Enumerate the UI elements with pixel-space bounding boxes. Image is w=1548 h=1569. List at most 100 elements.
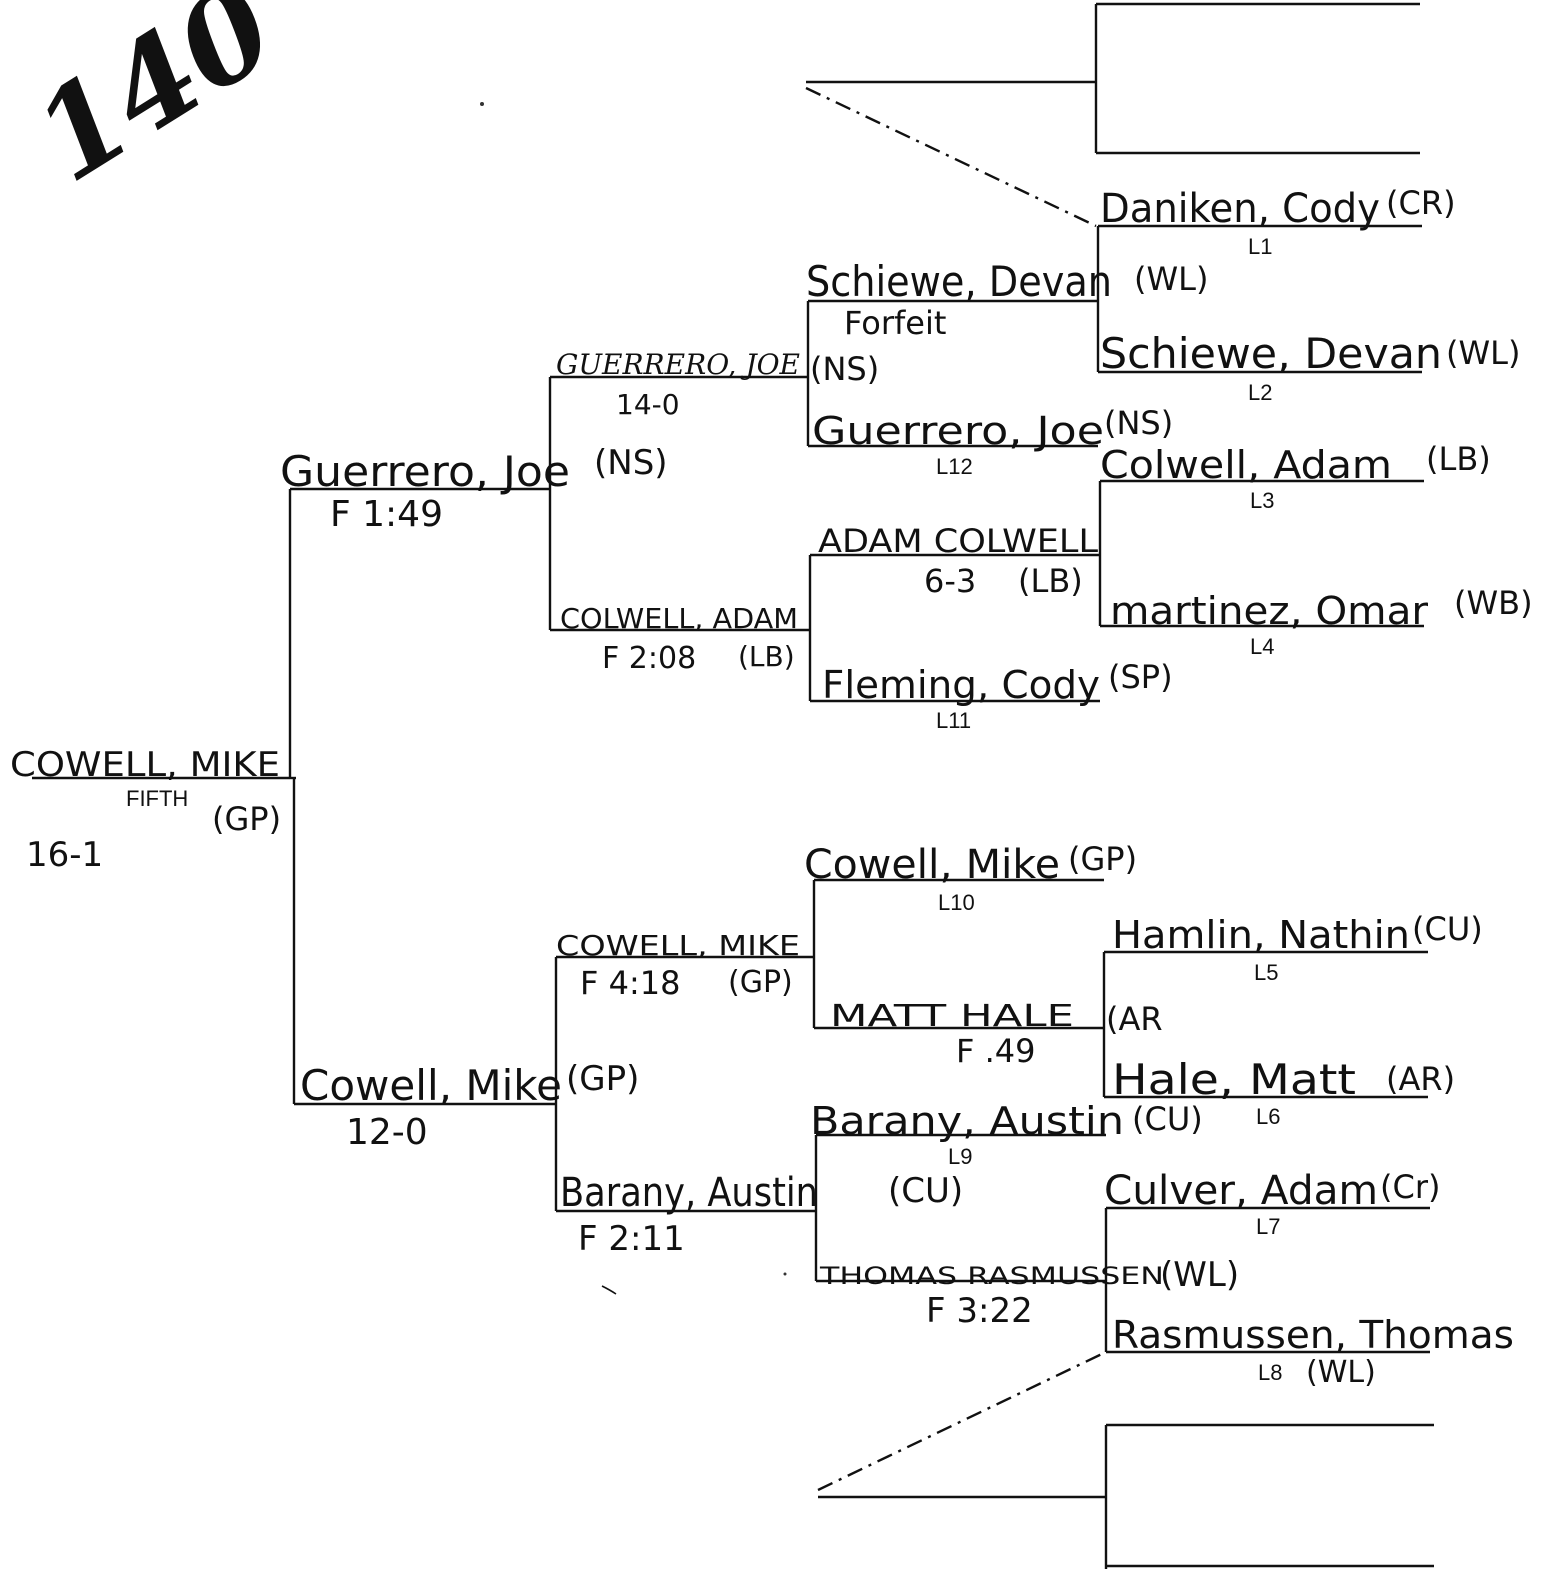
entry-slot-L11: L11 [936,708,971,733]
round1-slot-2: ADAM COLWELL 6-3 (LB) [818,522,1098,600]
round2-result-4: F 2:11 [578,1219,685,1259]
entry-slot-L8: L8 [1258,1360,1282,1385]
entry-L2: Schiewe, Devan L2 (WL) [1100,329,1520,405]
champion-record: 16-1 [26,835,103,875]
entry-team-L12: (NS) [1104,404,1173,442]
semifinal-top-name: Guerrero, Joe [280,447,570,496]
entry-L5: Hamlin, Nathin L5 (CU) [1112,910,1483,985]
round2-team-4: (CU) [888,1171,963,1211]
entry-slot-L6: L6 [1256,1104,1280,1129]
entry-slot-L3: L3 [1250,488,1274,513]
round1-name-2: ADAM COLWELL [818,522,1098,560]
champion-name: COWELL, MIKE [10,745,280,785]
round2-name-3: COWELL, MIKE [556,929,800,962]
entry-name-L12: Guerrero, Joe [812,409,1104,453]
round1-result-4: F 3:22 [926,1291,1033,1331]
entry-team-L4: (WB) [1454,584,1533,622]
entry-slot-L5: L5 [1254,960,1278,985]
round2-slot-1: GUERRERO, JOE 14-0 (NS) [556,348,879,421]
round2-name-1: GUERRERO, JOE [556,348,800,381]
stray-mark [783,1272,787,1276]
champion-place: FIFTH [126,786,188,811]
round1-slot-4: THOMAS RASMUSSEN F 3:22 (WL) [819,1255,1239,1331]
round1-team-2: (LB) [1018,562,1083,600]
entry-name-L7: Culver, Adam [1104,1168,1378,1214]
entry-team-L7: (Cr) [1380,1168,1440,1206]
round2-result-3: F 4:18 [580,964,680,1002]
round1-slot-1: Schiewe, Devan Forfeit (WL) [806,257,1208,342]
round2-slot-2: COLWELL, ADAM F 2:08 (LB) [560,602,798,676]
entry-team-L5: (CU) [1412,910,1483,948]
semifinal-bottom-name: Cowell, Mike [300,1061,562,1110]
entry-name-L5: Hamlin, Nathin [1112,913,1410,957]
round1-name-4: THOMAS RASMUSSEN [819,1262,1164,1290]
entry-name-L6: Hale, Matt [1112,1055,1356,1104]
stray-mark [601,1285,617,1295]
round1-team-1: (WL) [1134,260,1208,298]
entry-team-L10: (GP) [1068,840,1137,878]
entry-slot-L1: L1 [1248,234,1272,259]
entry-L11: Fleming, Cody L11 (SP) [822,658,1173,733]
round2-name-4: Barany, Austin [560,1170,818,1216]
bracket-lines [32,2,1434,1569]
entry-slot-L9: L9 [948,1144,972,1169]
round2-slot-3: COWELL, MIKE F 4:18 (GP) [556,929,800,1002]
semifinal-bottom-team: (GP) [566,1059,639,1099]
entry-L6: Hale, Matt L6 (AR) [1112,1055,1455,1129]
entry-team-L1: (CR) [1386,184,1456,222]
entry-slot-L2: L2 [1248,380,1272,405]
entry-name-L3: Colwell, Adam [1100,443,1392,487]
round1-result-2: 6-3 [924,562,976,600]
entry-L12: Guerrero, Joe L12 (NS) [812,404,1173,479]
entry-name-L10: Cowell, Mike [804,842,1060,888]
entry-name-L9: Barany, Austin [810,1099,1124,1143]
entry-team-L6: (AR) [1386,1060,1455,1098]
round1-result-1: Forfeit [844,304,946,342]
semifinal-bottom: Cowell, Mike 12-0 (GP) [300,1059,639,1153]
entry-team-L9: (CU) [1132,1100,1203,1138]
entry-name-L1: Daniken, Cody [1100,186,1380,232]
round1-slot-3: MATT HALE F .49 (AR [830,999,1163,1070]
entry-L4: martinez, Omar L4 (WB) [1110,584,1533,659]
entry-L9: Barany, Austin L9 (CU) [810,1099,1203,1169]
entry-slot-L7: L7 [1256,1214,1280,1239]
entry-slot-L4: L4 [1250,634,1274,659]
round2-result-1: 14-0 [616,388,680,421]
entry-team-L3: (LB) [1426,440,1491,478]
round2-name-2: COLWELL, ADAM [560,602,798,635]
round2-slot-4: Barany, Austin F 2:11 (CU) [560,1170,963,1259]
entry-L10: Cowell, Mike L10 (GP) [804,840,1137,915]
entry-L8: Rasmussen, Thomas L8 (WL) [1112,1313,1514,1390]
entry-team-L11: (SP) [1108,658,1173,696]
weight-class-label: 140 [11,0,298,210]
entry-name-L8: Rasmussen, Thomas [1112,1313,1514,1357]
round1-name-1: Schiewe, Devan [806,257,1112,306]
round1-team-3: (AR [1106,1000,1163,1038]
entry-team-L2: (WL) [1446,334,1520,372]
entry-name-L2: Schiewe, Devan [1100,329,1442,378]
entry-L7: Culver, Adam L7 (Cr) [1104,1168,1440,1239]
round2-team-1: (NS) [810,350,879,388]
entry-name-L4: martinez, Omar [1110,589,1428,633]
champion-slot: COWELL, MIKE FIFTH (GP) 16-1 [10,745,281,875]
round2-team-2: (LB) [738,640,795,673]
entry-team-L8: (WL) [1306,1355,1376,1390]
entry-slot-L12: L12 [936,454,973,479]
round1-team-4: (WL) [1160,1255,1239,1295]
champion-team: (GP) [212,800,281,838]
semifinal-top-result: F 1:49 [330,494,443,535]
entry-L1: Daniken, Cody L1 (CR) [1100,184,1456,259]
semifinal-top: Guerrero, Joe F 1:49 (NS) [280,443,668,535]
semifinal-bottom-result: 12-0 [346,1112,428,1153]
entry-slot-L10: L10 [938,890,975,915]
round1-result-3: F .49 [956,1032,1035,1070]
weight-class-logo: 140 [11,0,298,210]
entry-L3: Colwell, Adam L3 (LB) [1100,440,1491,513]
round2-result-2: F 2:08 [602,641,696,676]
round2-team-3: (GP) [728,965,793,1000]
semifinal-top-team: (NS) [594,443,668,483]
stray-mark [480,102,484,106]
round1-name-3: MATT HALE [830,999,1074,1034]
entry-name-L11: Fleming, Cody [822,663,1100,707]
